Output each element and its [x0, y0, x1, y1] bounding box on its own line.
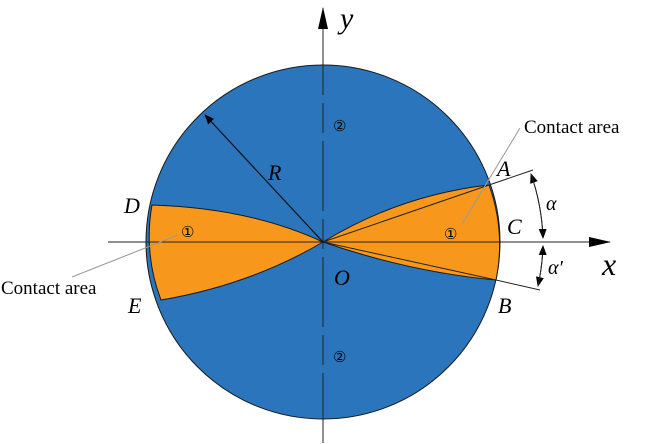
leader-left — [71, 234, 179, 278]
x-axis-label: x — [601, 246, 616, 282]
extension-A — [488, 169, 534, 186]
y-axis-label: y — [337, 2, 354, 35]
region-1-right: ① — [444, 227, 457, 243]
line-OB — [322, 241, 497, 281]
alpha-label: α — [546, 193, 557, 215]
extension-B — [495, 279, 541, 291]
region-2-bottom: ② — [333, 350, 346, 366]
alpha-dimension-arc-2 — [530, 173, 547, 239]
alpha-dimension-arc — [530, 173, 544, 239]
point-D-label: D — [123, 193, 140, 218]
region-2-top: ② — [333, 119, 346, 135]
origin-label: O — [334, 265, 350, 290]
contact-area-annotation-left: Contact area — [1, 278, 97, 299]
contact-region-right — [321, 184, 500, 281]
alpha-prime-label: α′ — [548, 257, 563, 279]
region-1-left: ① — [181, 225, 194, 241]
radius-label: R — [267, 160, 282, 185]
alpha-prime-dimension-arc-2 — [537, 245, 547, 287]
leader-right — [461, 127, 521, 225]
contact-region-left — [148, 204, 325, 301]
contact-area-annotation-right: Contact area — [524, 117, 620, 138]
line-OA — [322, 184, 490, 243]
radius-line — [204, 114, 324, 243]
point-B-label: B — [498, 293, 511, 318]
point-A-label: A — [495, 156, 511, 181]
point-E-label: E — [127, 293, 142, 318]
point-C-label: C — [507, 214, 522, 239]
